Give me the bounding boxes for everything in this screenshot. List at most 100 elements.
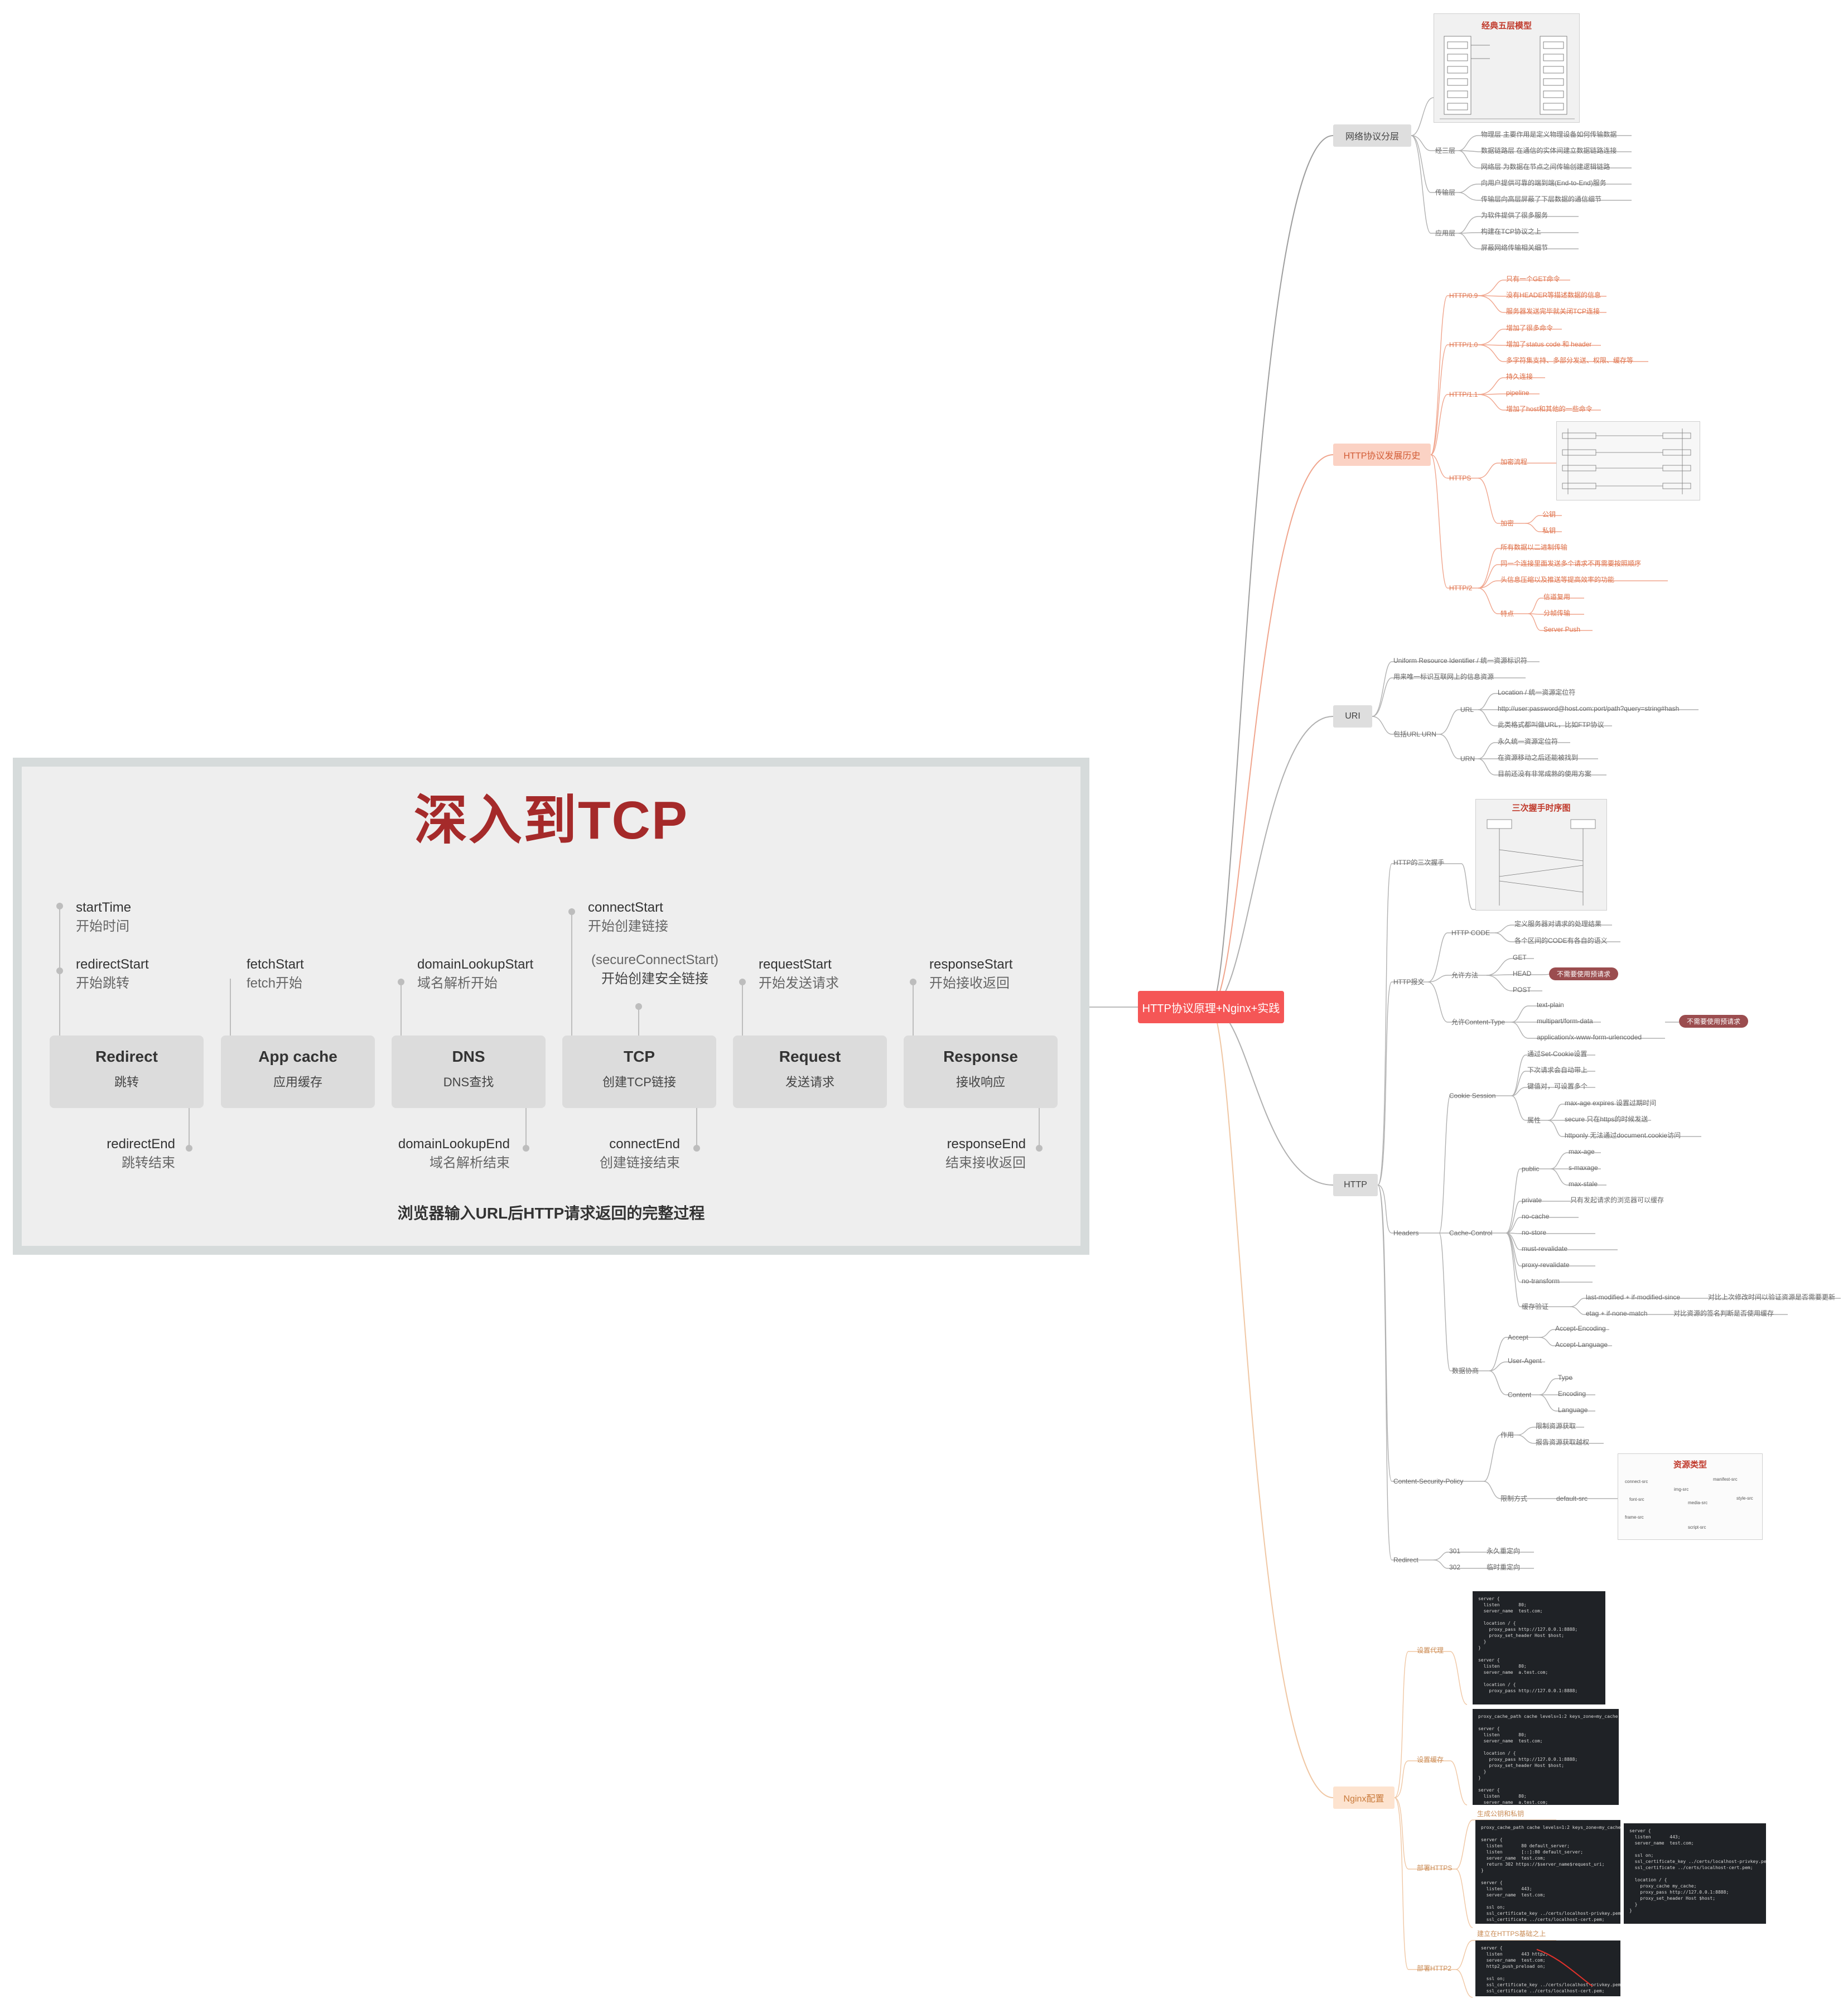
cache-item[interactable]: no-cache	[1522, 1212, 1550, 1220]
headers-label[interactable]: Headers	[1393, 1229, 1419, 1237]
layer3-label[interactable]: 经三层	[1435, 147, 1456, 155]
cache-public-item[interactable]: max-stale	[1569, 1180, 1598, 1188]
public-key-item[interactable]: 公钥	[1542, 511, 1556, 518]
cache-verify-item[interactable]: last-modified + if-modified-since	[1586, 1293, 1681, 1301]
uri-item[interactable]: http://user:password@host.com:port/path?…	[1498, 705, 1680, 712]
cache-control-label[interactable]: Cache-Control	[1449, 1229, 1493, 1237]
uri-includes-label[interactable]: 包括URL URN	[1393, 730, 1436, 738]
branch-http-history[interactable]: HTTP协议发展历史	[1333, 444, 1431, 466]
redirect-301-desc[interactable]: 永久重定向	[1487, 1547, 1521, 1555]
net-item[interactable]: 向用户提供可靠的端到端(End-to-End)服务	[1481, 179, 1606, 187]
nginx-cache-label[interactable]: 设置缓存	[1417, 1756, 1444, 1764]
cache-item[interactable]: no-store	[1522, 1229, 1547, 1236]
cookie-attr-label[interactable]: 属性	[1527, 1116, 1541, 1124]
root-node[interactable]: HTTP协议原理+Nginx+实践	[1138, 991, 1284, 1023]
accept-label[interactable]: Accept	[1508, 1333, 1528, 1341]
uri-item[interactable]: 在资源移动之后还能被找到	[1498, 754, 1579, 762]
redirect-label[interactable]: Redirect	[1393, 1556, 1418, 1564]
uri-item[interactable]: 永久统一资源定位符	[1498, 738, 1559, 745]
branch-http[interactable]: HTTP	[1333, 1174, 1378, 1196]
https-label[interactable]: HTTPS	[1449, 474, 1471, 482]
content-item[interactable]: Encoding	[1558, 1390, 1586, 1398]
cache-private-desc[interactable]: 只有发起请求的浏览器可以缓存	[1570, 1196, 1664, 1204]
cookie-item[interactable]: 键值对，可设置多个	[1527, 1082, 1588, 1090]
redirect-302[interactable]: 302	[1449, 1563, 1461, 1571]
history-item[interactable]: 没有HEADER等描述数据的信息	[1506, 291, 1601, 299]
ctype-item[interactable]: multipart/form-data	[1537, 1017, 1593, 1025]
history-item[interactable]: 增加了很多命令	[1506, 324, 1553, 332]
cookie-attr-item[interactable]: secure 只在https的时候发送	[1565, 1115, 1648, 1123]
nginx-http2-note[interactable]: 建立在HTTPS基础之上	[1477, 1930, 1546, 1938]
branch-uri[interactable]: URI	[1333, 705, 1372, 728]
url-label[interactable]: URL	[1460, 706, 1474, 714]
csp-role-label[interactable]: 作用	[1500, 1431, 1514, 1439]
cookie-item[interactable]: 通过Set-Cookie设置	[1527, 1050, 1588, 1058]
csp-role-item[interactable]: 报告资源获取越权	[1536, 1438, 1590, 1446]
negotiation-label[interactable]: 数据协商	[1452, 1367, 1479, 1375]
csp-limit-label[interactable]: 限制方式	[1500, 1495, 1528, 1503]
cookie-attr-item[interactable]: httponly 无法通过document.cookie访问	[1565, 1131, 1681, 1139]
branch-nginx[interactable]: Nginx配置	[1333, 1787, 1395, 1809]
content-item[interactable]: Type	[1558, 1374, 1573, 1381]
https-flow-label[interactable]: 加密流程	[1500, 458, 1528, 466]
nginx-proxy-label[interactable]: 设置代理	[1417, 1646, 1444, 1654]
ctype-no-preflight-badge[interactable]: 不需要使用预请求	[1679, 1015, 1749, 1028]
ctype-item[interactable]: application/x-www-form-urlencoded	[1537, 1033, 1642, 1041]
cache-item[interactable]: must-revalidate	[1522, 1245, 1568, 1253]
http11-label[interactable]: HTTP/1.1	[1449, 391, 1478, 398]
method-head[interactable]: HEAD	[1513, 970, 1532, 977]
http09-label[interactable]: HTTP/0.9	[1449, 292, 1478, 300]
history-item[interactable]: pipeline	[1506, 389, 1529, 397]
uri-item[interactable]: 目前还没有非常成熟的使用方案	[1498, 770, 1592, 778]
net-item[interactable]: 网络层 为数据在节点之间传输创建逻辑链路	[1481, 163, 1610, 171]
ctype-item[interactable]: text-plain	[1537, 1001, 1564, 1009]
redirect-302-desc[interactable]: 临时重定向	[1487, 1563, 1521, 1571]
http-message-label[interactable]: HTTP报文	[1393, 978, 1425, 986]
http2-feature-label[interactable]: 特点	[1500, 610, 1514, 618]
content-item[interactable]: Language	[1558, 1406, 1588, 1414]
history-item[interactable]: 头信息压缩以及推送等提高效率的功能	[1500, 576, 1615, 584]
history-item[interactable]: 多字符集支持、多部分发送、权限、缓存等	[1506, 357, 1634, 364]
http-code-item[interactable]: 各个区间的CODE有各自的语义	[1514, 937, 1608, 945]
private-key-item[interactable]: 私钥	[1542, 527, 1556, 534]
http2-label[interactable]: HTTP/2	[1449, 584, 1473, 592]
history-item[interactable]: 信道复用	[1543, 593, 1571, 601]
nginx-http2-label[interactable]: 部署HTTP2	[1417, 1964, 1452, 1972]
net-item[interactable]: 构建在TCP协议之上	[1481, 228, 1542, 235]
http10-label[interactable]: HTTP/1.0	[1449, 341, 1478, 349]
cookie-attr-item[interactable]: max-age expires 设置过期时间	[1565, 1099, 1657, 1107]
nginx-https-label[interactable]: 部署HTTPS	[1417, 1864, 1453, 1872]
accept-item[interactable]: Accept-Language	[1555, 1341, 1608, 1349]
method-post[interactable]: POST	[1513, 986, 1531, 994]
cookie-item[interactable]: 下次请求会自动带上	[1527, 1066, 1588, 1074]
http-code-label[interactable]: HTTP CODE	[1451, 929, 1490, 937]
csp-default-src[interactable]: default-src	[1556, 1495, 1588, 1503]
http-code-item[interactable]: 定义服务器对请求的处理结果	[1514, 920, 1602, 928]
history-item[interactable]: 同一个连接里面发送多个请求不再需要按照顺序	[1500, 560, 1642, 567]
cache-private-label[interactable]: private	[1522, 1196, 1542, 1204]
cache-item[interactable]: proxy-revalidate	[1522, 1261, 1570, 1269]
cache-verify-item[interactable]: etag + if-none-match	[1586, 1309, 1648, 1317]
history-item[interactable]: 增加了host和其他的一些命令	[1506, 405, 1593, 413]
history-item[interactable]: 分帧传输	[1543, 609, 1571, 617]
uri-item[interactable]: Uniform Resource Identifier / 统一资源标识符	[1393, 657, 1528, 664]
history-item[interactable]: Server Push	[1543, 625, 1581, 633]
branch-network-layers[interactable]: 网络协议分层	[1333, 124, 1411, 147]
https-encrypt-label[interactable]: 加密	[1500, 519, 1514, 527]
methods-no-preflight-badge[interactable]: 不需要使用预请求	[1549, 967, 1619, 980]
net-item[interactable]: 为软件提供了很多服务	[1481, 211, 1548, 219]
cache-item[interactable]: no-transform	[1522, 1277, 1560, 1285]
method-get[interactable]: GET	[1513, 954, 1527, 961]
history-item[interactable]: 持久连接	[1506, 373, 1533, 381]
history-item[interactable]: 所有数据以二进制传输	[1500, 543, 1568, 551]
history-item[interactable]: 增加了status code 和 header	[1506, 340, 1592, 348]
net-item[interactable]: 屏蔽网络传输相关细节	[1481, 244, 1548, 252]
uri-item[interactable]: 此类格式都叫做URL，比如FTP协议	[1498, 721, 1604, 729]
uri-item[interactable]: 用来唯一标识互联网上的信息资源	[1393, 673, 1494, 681]
cache-verify-label[interactable]: 缓存验证	[1522, 1303, 1549, 1311]
accept-item[interactable]: Accept-Encoding	[1555, 1325, 1606, 1332]
user-agent-label[interactable]: User-Agent	[1508, 1357, 1542, 1365]
handshake-label[interactable]: HTTP的三次握手	[1393, 859, 1445, 866]
uri-item[interactable]: Location / 统一资源定位符	[1498, 688, 1576, 696]
cache-verify-desc[interactable]: 对比资源的签名判断是否使用缓存	[1673, 1309, 1774, 1317]
